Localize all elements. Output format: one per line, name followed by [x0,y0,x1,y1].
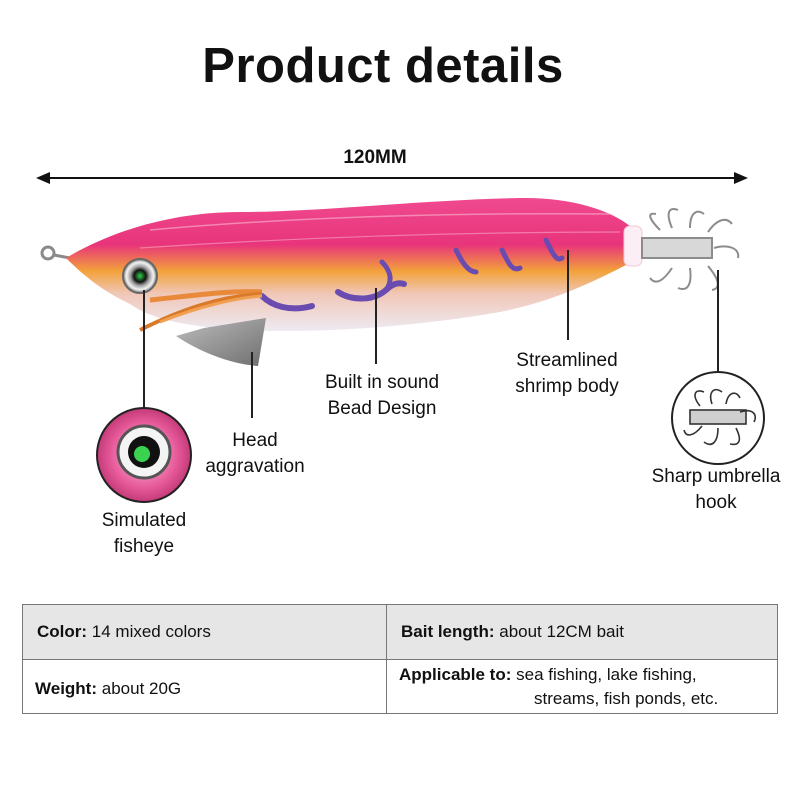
line-eye [40,245,71,261]
callout-head-line2: aggravation [205,456,305,477]
spec-cell-color: Color: 14 mixed colors [23,605,387,659]
feather [139,289,263,332]
callout-head: Head aggravation [190,428,320,480]
spec-weight-value: about 20G [101,679,182,698]
spec-applicable-value-line1: sea fishing, lake fishing, [516,665,697,684]
hook-zoom-inset [671,371,765,465]
callout-body-line2: shrimp body [515,376,619,397]
spec-color-label: Color: [37,622,88,641]
spec-applicable-label: Applicable to: [399,665,512,684]
spec-bait-length-value: about 12CM bait [499,622,624,641]
spec-color-value: 14 mixed colors [91,622,211,641]
fisheye-zoom-inset [96,407,192,503]
callout-fisheye: Simulated fisheye [84,508,204,560]
spec-bait-length-label: Bait length: [401,622,495,641]
lure-body [66,197,643,332]
callout-fisheye-line2: fisheye [113,536,175,557]
callout-body-line1: Streamlined [516,350,618,371]
lure-eye [122,258,158,294]
spec-applicable-value-line2: streams, fish ponds, etc. [534,689,719,708]
spec-row: Color: 14 mixed colors Bait length: abou… [23,605,777,660]
length-dimension-label: 120MM [343,147,407,168]
dimension-arrow [36,172,748,184]
callout-fisheye-line1: Simulated [101,510,187,531]
sinker [176,318,266,366]
spec-cell-bait-length: Bait length: about 12CM bait [387,605,777,659]
callout-hook: Sharp umbrella hook [638,464,794,516]
callout-sound: Built in sound Bead Design [297,370,467,422]
callout-hook-line1: Sharp umbrella [651,466,781,487]
callout-head-line1: Head [232,430,278,451]
spec-row: Weight: about 20G Applicable to: sea fis… [23,660,777,713]
callout-body: Streamlined shrimp body [492,348,642,400]
spec-weight-label: Weight: [35,679,98,698]
spec-cell-applicable: Applicable to: sea fishing, lake fishing… [387,660,777,713]
callout-hook-line2: hook [695,492,737,513]
spec-table: Color: 14 mixed colors Bait length: abou… [22,604,778,714]
callout-sound-line1: Built in sound [324,372,440,393]
callout-sound-line2: Bead Design [327,398,437,419]
umbrella-hook [641,208,740,291]
spec-cell-weight: Weight: about 20G [23,660,387,713]
lure-illustration [36,172,765,503]
page-title: Product details [202,39,564,93]
